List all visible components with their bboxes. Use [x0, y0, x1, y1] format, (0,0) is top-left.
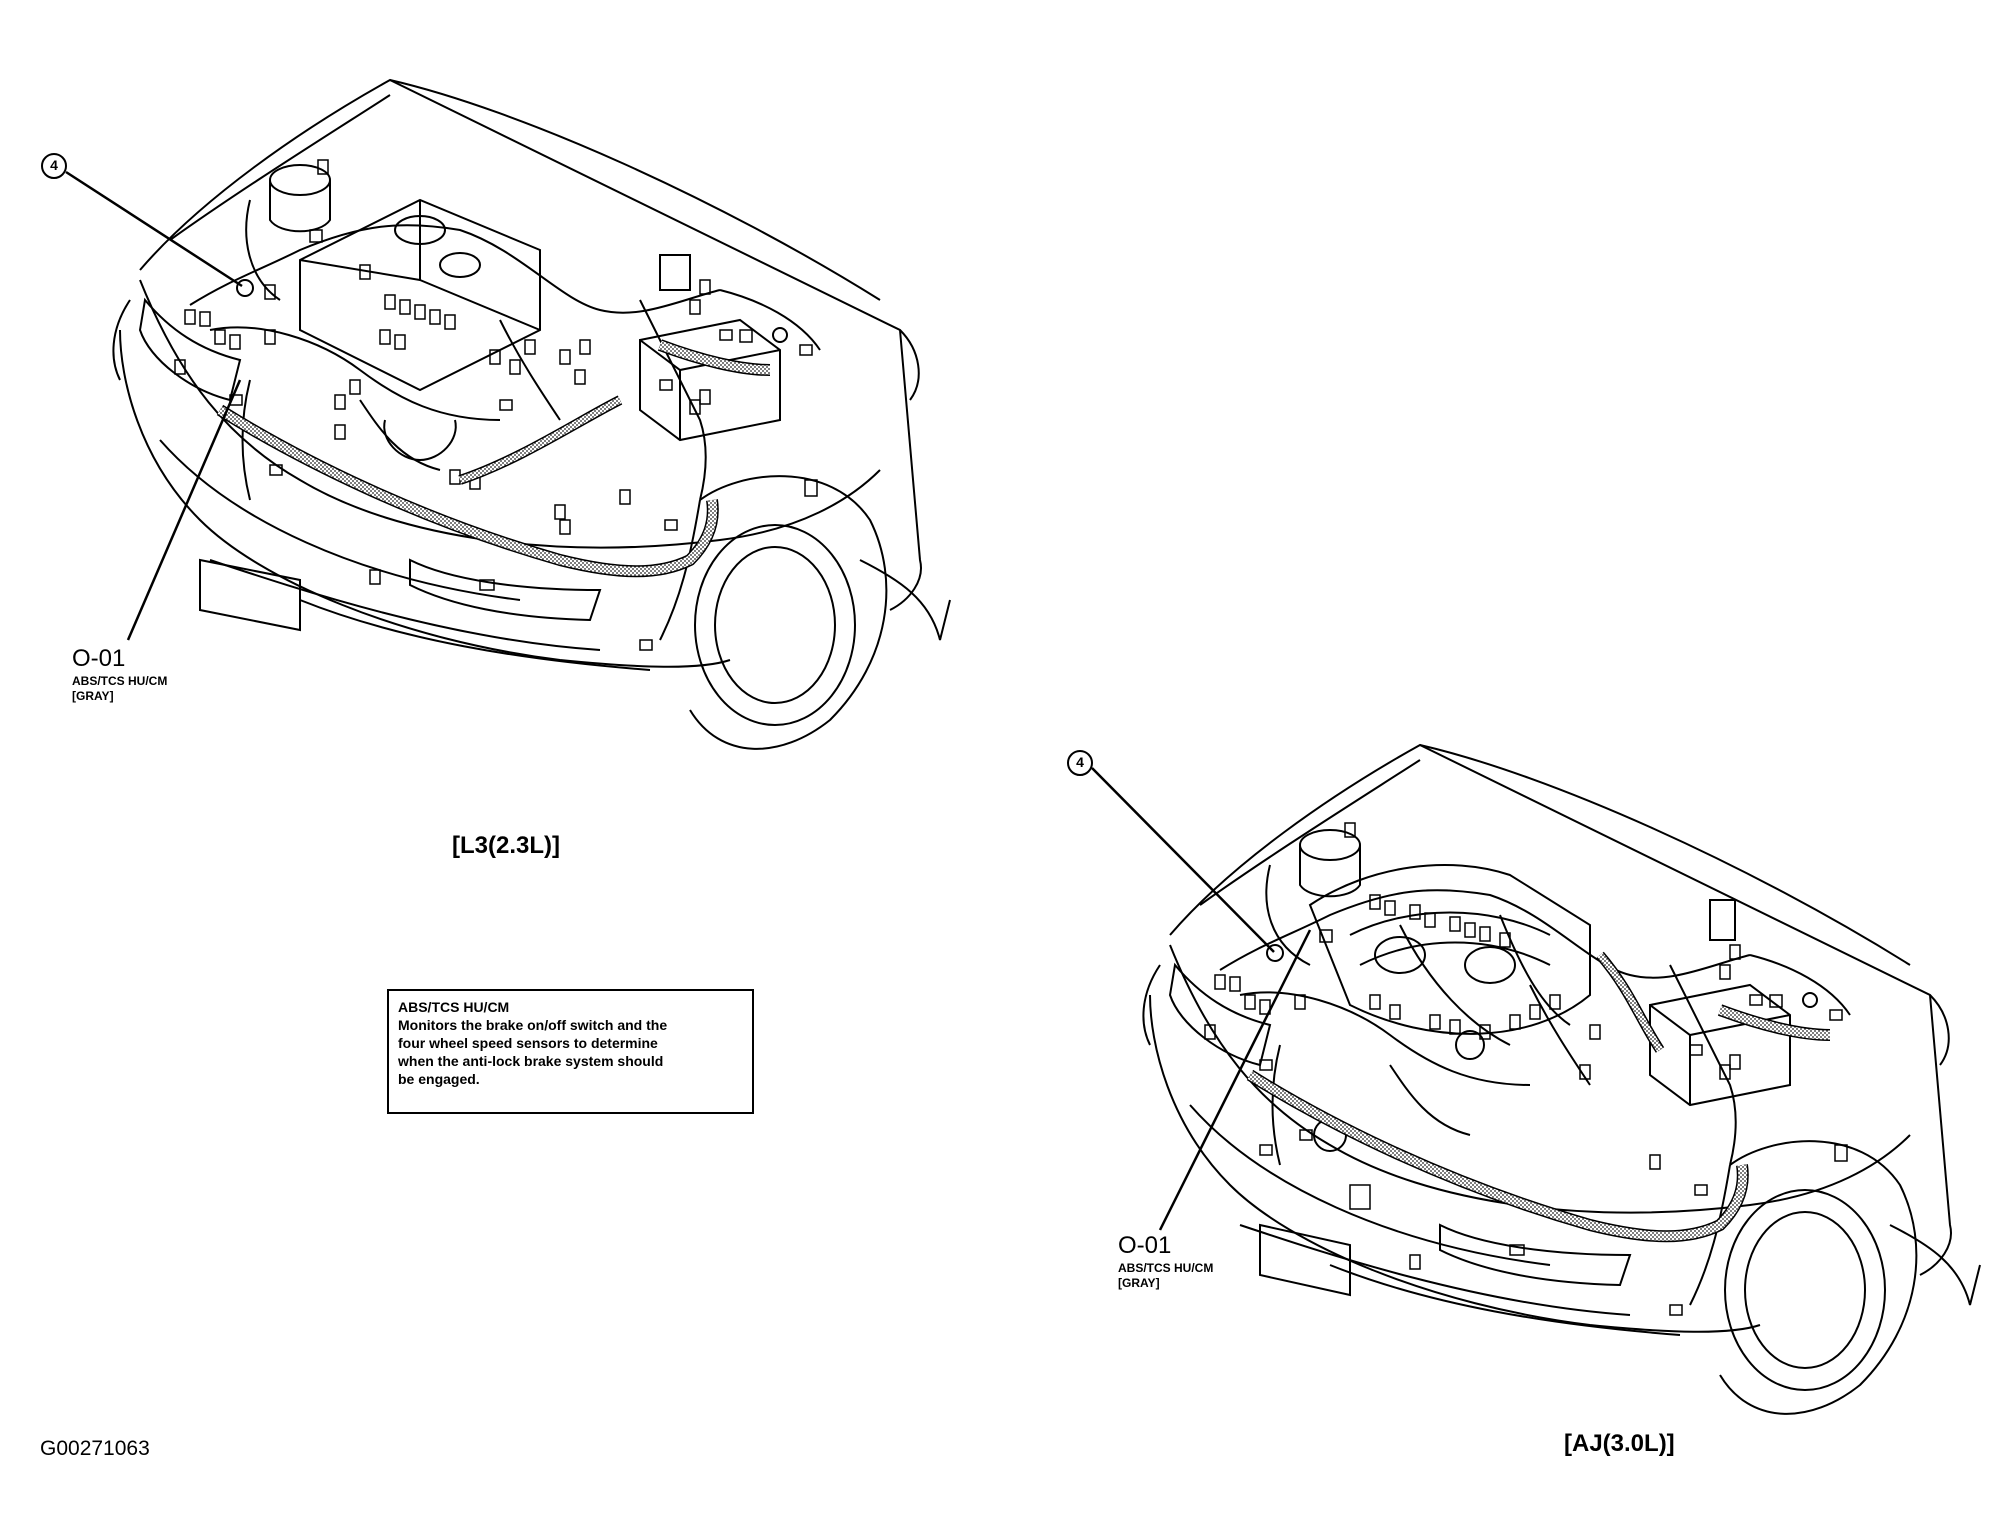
harness-band-l3-fill — [217, 406, 718, 576]
connector-code-l3: O-01 — [72, 645, 126, 672]
harness-band-aj-mid-fill — [1597, 952, 1663, 1052]
info-box-frame — [387, 989, 754, 1114]
harness-band-aj-right-fill — [1718, 1005, 1831, 1040]
callout-number-aj: 4 — [1076, 754, 1084, 770]
connector-name-l3: ABS/TCS HU/CM — [72, 674, 168, 688]
harness-band-l3-right-fill — [658, 340, 771, 375]
connector-code-aj: O-01 — [1118, 1232, 1172, 1259]
harness-band-aj-fill — [1247, 1071, 1748, 1241]
car-drawing-aj — [1142, 743, 1981, 1415]
info-box-line: four wheel speed sensors to determine — [398, 1035, 658, 1051]
car-drawing-l3 — [112, 78, 951, 750]
connector-color-l3: [GRAY] — [72, 689, 114, 703]
caption-l3: [L3(2.3L)] — [452, 832, 560, 859]
callout-badge-aj — [1067, 750, 1093, 776]
info-box-title: ABS/TCS HU/CM — [398, 999, 510, 1015]
harness-band-l3-upper-fill — [458, 396, 622, 484]
info-box-line: when the anti-lock brake system should — [398, 1053, 664, 1069]
caption-aj: [AJ(3.0L)] — [1564, 1430, 1675, 1457]
callout-number-l3: 4 — [50, 157, 58, 173]
connector-color-aj: [GRAY] — [1118, 1276, 1160, 1290]
callout-leaders-l3 — [65, 170, 243, 641]
info-box-line: Monitors the brake on/off switch and the — [398, 1017, 668, 1033]
figure-id: G00271063 — [40, 1437, 150, 1460]
connector-name-aj: ABS/TCS HU/CM — [1118, 1261, 1214, 1275]
callout-leaders-aj — [1091, 767, 1312, 1231]
info-box: ABS/TCS HU/CM Monitors the brake on/off … — [398, 998, 667, 1088]
callout-badge-l3 — [41, 153, 67, 179]
info-box-line: be engaged. — [398, 1071, 480, 1087]
